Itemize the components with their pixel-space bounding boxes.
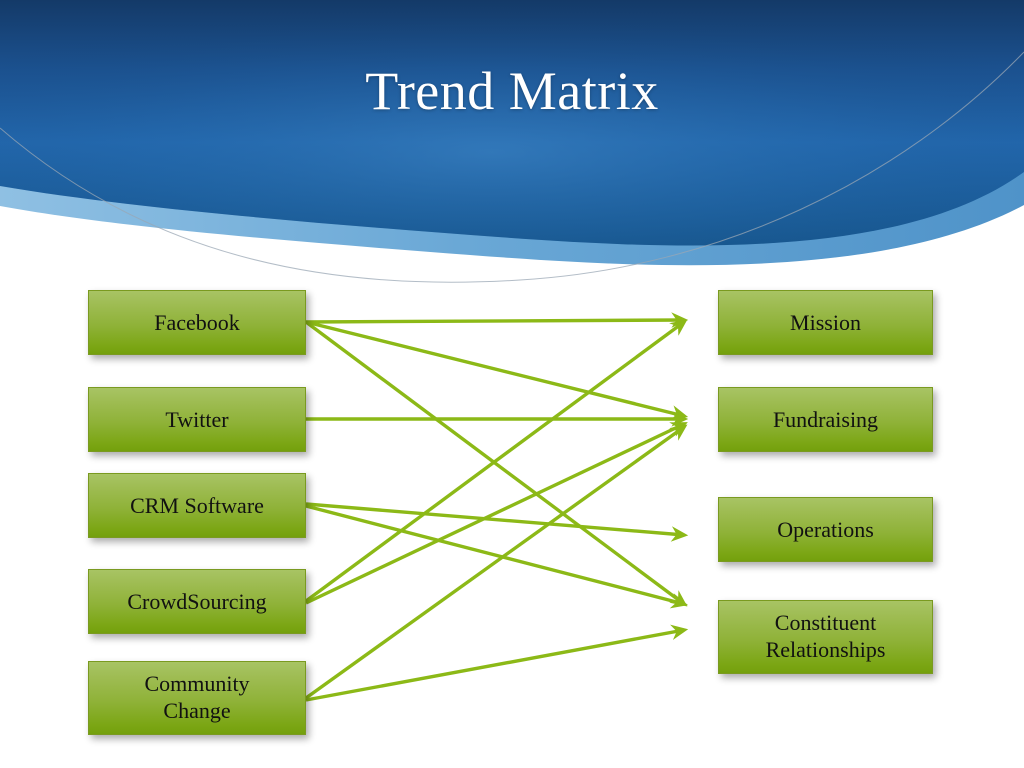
node-label-facebook: Facebook — [95, 310, 299, 336]
arrow-crowdsourcing-to-fundraising — [305, 422, 688, 605]
arrow-crm-software-to-constituent — [305, 504, 689, 609]
arrow-crm-software-to-operations — [305, 502, 689, 542]
arrow-facebook-to-fundraising — [305, 320, 689, 421]
node-label-line: Constituent — [774, 610, 877, 636]
node-label-fundraising: Fundraising — [725, 407, 926, 433]
node-label-line: CrowdSourcing — [127, 588, 267, 614]
arrow-facebook-to-mission — [305, 312, 689, 328]
node-box-crowdsourcing[interactable]: CrowdSourcing — [88, 569, 306, 634]
node-label-line: Operations — [777, 516, 874, 542]
node-label-twitter: Twitter — [95, 407, 299, 433]
node-label-line: CRM Software — [130, 492, 264, 518]
node-label-line: Community — [144, 671, 250, 697]
node-box-operations[interactable]: Operations — [718, 497, 933, 562]
node-label-line: Change — [163, 698, 231, 723]
arrow-community-change-to-fundraising — [305, 424, 688, 700]
node-label-mission: Mission — [725, 310, 926, 336]
node-label-crm-software: CRM Software — [95, 493, 299, 519]
node-label-line: Twitter — [165, 406, 229, 432]
node-label-crowdsourcing: CrowdSourcing — [95, 589, 299, 615]
node-box-mission[interactable]: Mission — [718, 290, 933, 355]
node-label-line: Facebook — [154, 309, 240, 335]
node-box-twitter[interactable]: Twitter — [88, 387, 306, 452]
node-box-fundraising[interactable]: Fundraising — [718, 387, 933, 452]
arrow-community-change-to-constituent — [305, 624, 689, 702]
node-label-line: Mission — [790, 309, 861, 335]
node-box-facebook[interactable]: Facebook — [88, 290, 306, 355]
page-title: Trend Matrix — [365, 61, 659, 121]
arrow-crowdsourcing-to-mission — [304, 319, 688, 603]
node-label-line: Fundraising — [772, 406, 879, 432]
node-box-crm-software[interactable]: CRM Software — [88, 473, 306, 538]
node-label-line: Relationships — [765, 637, 886, 662]
node-label-operations: Operations — [725, 517, 926, 543]
